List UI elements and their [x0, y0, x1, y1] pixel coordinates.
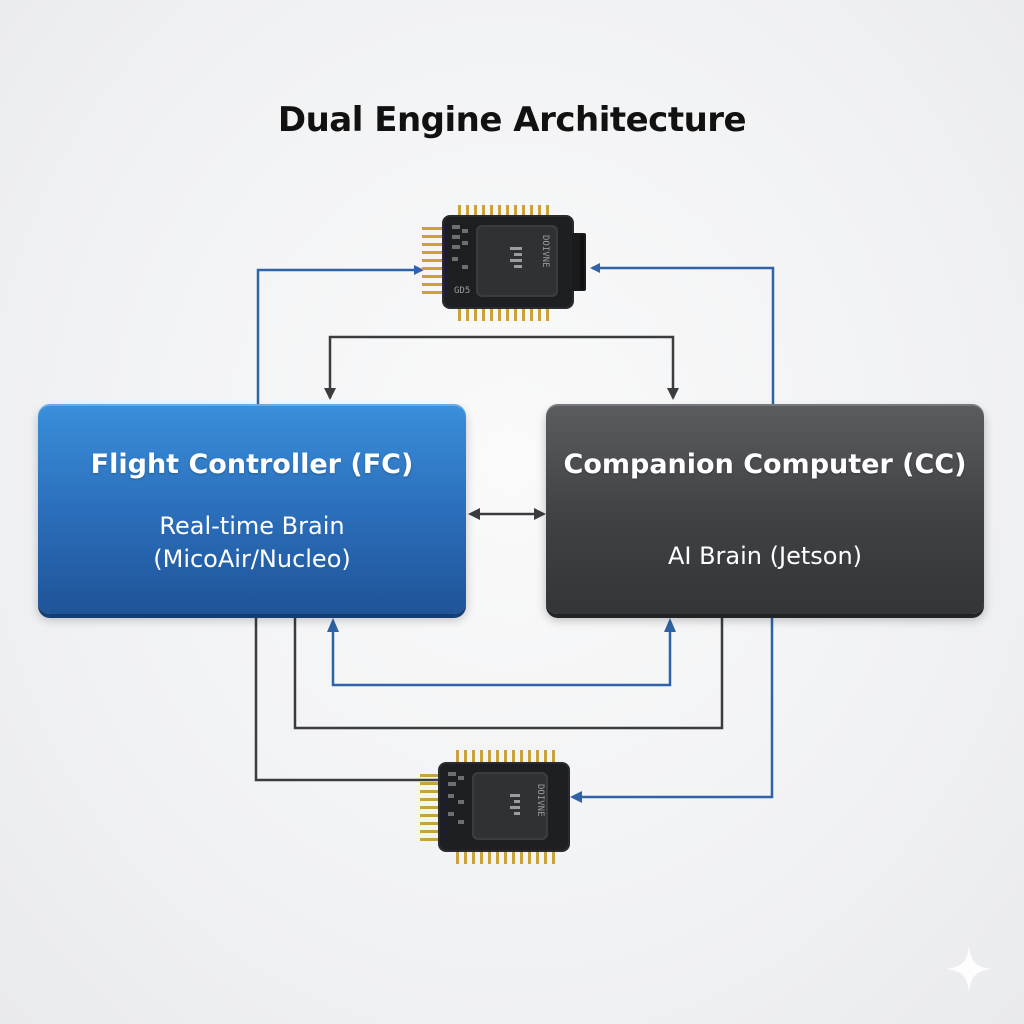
bottom-chip-logo-icon — [510, 794, 520, 815]
sparkle-icon — [946, 946, 992, 992]
bottom-chip-pins-bottom — [456, 848, 555, 864]
link-bottom-blue-loop — [331, 628, 672, 687]
bottom-chip-pins-top — [456, 750, 555, 764]
companion-computer-subtitle: AI Brain (Jetson) — [667, 542, 863, 570]
link-cc-to-top-chip — [590, 263, 775, 404]
flight-controller-subtitle-line1: Real-time Brain — [159, 512, 345, 540]
top-chip-pin-label: GD5 — [454, 286, 470, 296]
flight-controller-box: Flight Controller (FC) Real-time Brain (… — [38, 404, 466, 614]
flight-controller-subtitle: Real-time Brain (MicoAir/Nucleo) — [38, 510, 466, 576]
bottom-chip-pins-left — [420, 774, 442, 841]
bottom-chip-smd-components — [448, 772, 464, 824]
top-chip-pins-top — [458, 205, 549, 219]
link-cc-to-bottom-chip — [582, 618, 774, 799]
bottom-chip-icon: DOIVNE — [420, 750, 570, 864]
top-chip-icon: GD5 DOIVNE — [422, 205, 586, 321]
companion-computer-box: Companion Computer (CC) AI Brain (Jetson… — [546, 404, 984, 614]
link-fc-to-bottom-chip — [254, 618, 440, 782]
bottom-chip-marking: DOIVNE — [535, 784, 545, 817]
link-bottom-dark-loop — [293, 618, 724, 730]
top-chip-pins-left — [422, 227, 444, 294]
link-fc-to-top-chip — [256, 265, 424, 404]
top-chip-logo-icon — [510, 247, 522, 268]
flight-controller-title: Flight Controller (FC) — [90, 449, 414, 480]
diagram-title: Dual Engine Architecture — [277, 100, 747, 140]
top-chip-pins-bottom — [458, 305, 549, 321]
top-chip-marking: DOIVNE — [540, 235, 550, 268]
companion-computer-title: Companion Computer (CC) — [563, 449, 967, 480]
top-chip-smd-components — [452, 225, 468, 269]
flight-controller-subtitle-line2: (MicoAir/Nucleo) — [153, 545, 351, 573]
link-top-bracket — [328, 335, 675, 398]
